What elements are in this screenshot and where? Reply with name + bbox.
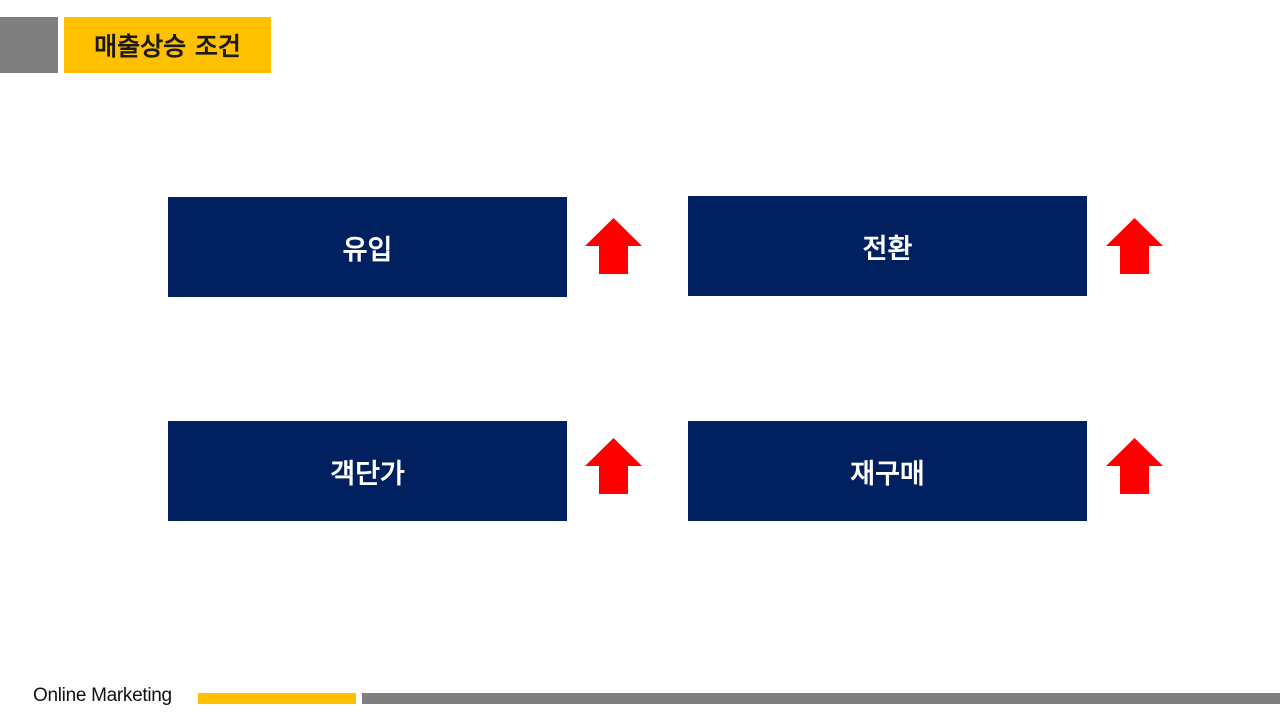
page-title: 매출상승 조건	[94, 32, 241, 61]
header-gray-block	[0, 17, 58, 73]
footer-yellow-bar	[198, 693, 356, 704]
up-arrow-icon	[585, 438, 642, 494]
card-label: 유입	[342, 234, 393, 266]
footer-label: Online Marketing	[33, 685, 172, 706]
card-repurchase: 재구매	[688, 421, 1087, 521]
card-label: 전환	[862, 233, 913, 265]
card-inflow: 유입	[168, 197, 567, 297]
up-arrow-icon	[1106, 218, 1163, 274]
card-label: 재구매	[850, 458, 925, 490]
card-average-order-value: 객단가	[168, 421, 567, 521]
title-banner: 매출상승 조건	[64, 17, 271, 73]
up-arrow-icon	[1106, 438, 1163, 494]
footer-gray-bar	[362, 693, 1280, 704]
up-arrow-icon	[585, 218, 642, 274]
card-label: 객단가	[330, 458, 405, 490]
card-conversion: 전환	[688, 196, 1087, 296]
